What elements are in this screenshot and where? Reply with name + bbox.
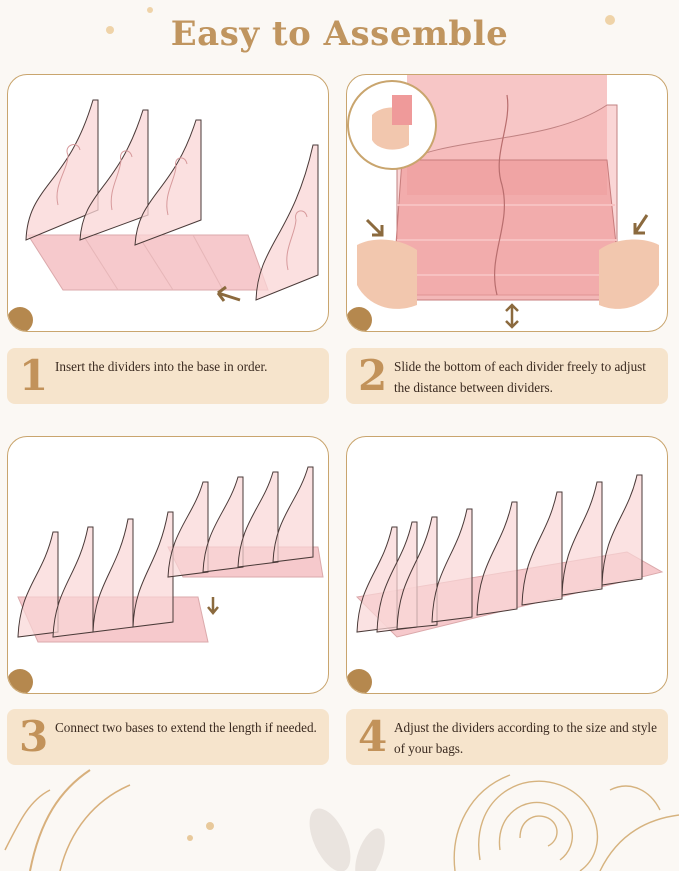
dividers-insert-image [25,99,319,302]
step-text: Connect two bases to extend the length i… [55,720,317,735]
step-3-illustration [7,436,329,694]
step-number: 1 [19,351,49,400]
step-text: Insert the dividers into the base in ord… [55,359,268,374]
step-1-illustration [7,74,329,332]
step-text: Adjust the dividers according to the siz… [394,720,657,756]
page-title: Easy to Assemble [170,14,509,54]
step-2-card: 2 Slide the bottom of each divider freel… [346,348,668,404]
step-1-card: 1 Insert the dividers into the base in o… [7,348,329,404]
step-4-card: 4 Adjust the dividers according to the s… [346,709,668,765]
slide-dividers-image [347,75,659,329]
connect-bases-image [17,466,324,643]
corner-dot [8,307,33,331]
corner-dot [347,307,372,331]
step-4-illustration [346,436,668,694]
step-text: Slide the bottom of each divider freely … [394,359,646,395]
step-number: 4 [358,712,388,761]
step-number: 3 [19,712,49,761]
adjust-dividers-image [355,474,664,638]
step-2-illustration [346,74,668,332]
step-number: 2 [358,351,388,400]
corner-dot [8,669,33,693]
corner-dot [347,669,372,693]
step-3-card: 3 Connect two bases to extend the length… [7,709,329,765]
